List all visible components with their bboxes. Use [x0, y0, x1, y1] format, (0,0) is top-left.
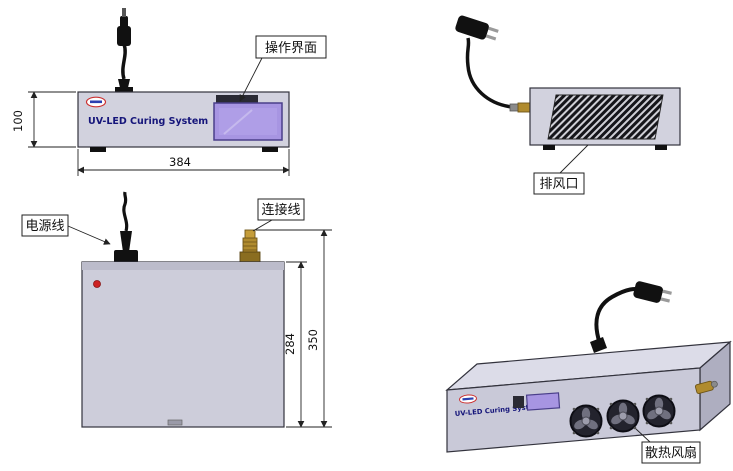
callout-connection-cable: 连接线 [252, 198, 305, 232]
cooling-fan-icon [606, 399, 640, 433]
rear-foot-left [543, 145, 555, 150]
callout-power-cable: 电源线 [21, 214, 111, 245]
indicator-dot [93, 280, 101, 288]
callout-operation-panel: 操作界面 [239, 35, 327, 102]
isometric-view: UV-LED Curing System 散热风扇 [445, 281, 732, 464]
iso-power-cord [594, 281, 672, 345]
top-power-cable [114, 191, 138, 263]
iso-display-strip [513, 396, 524, 408]
top-connection-connector [239, 229, 261, 264]
callout-cooling-fan: 散热风扇 [635, 428, 701, 464]
rear-power-plug-icon [455, 15, 499, 41]
callout-connection-cable-label: 连接线 [261, 202, 300, 218]
dim-front-height-value: 100 [11, 110, 25, 132]
top-body-notch [167, 419, 183, 426]
callout-power-cable-label: 电源线 [25, 219, 64, 234]
iso-screen [525, 392, 561, 411]
dimension-top-total-depth: 350 [256, 229, 332, 428]
front-product-name: UV-LED Curing System [88, 116, 208, 127]
rear-power-cord [455, 15, 533, 113]
front-power-plug-icon [117, 8, 131, 46]
dim-front-width-value: 384 [169, 155, 191, 169]
front-foot-left [90, 147, 106, 152]
iso-brand-logo [459, 394, 477, 404]
rear-foot-right [655, 145, 667, 150]
top-view: 电源线 连接线 284 350 [21, 191, 332, 428]
callout-operation-panel-label: 操作界面 [265, 40, 317, 56]
dim-top-total-depth-value: 350 [306, 329, 320, 351]
top-body [81, 261, 285, 428]
cooling-fan-icon [642, 394, 676, 428]
brand-logo [85, 96, 107, 108]
dimension-front-width: 384 [77, 149, 290, 176]
front-view: UV-LED Curing System 100 384 操作界面 [11, 8, 327, 176]
dim-top-depth-value: 284 [283, 333, 297, 355]
iso-brass-fitting [694, 380, 718, 394]
iso-power-plug-icon [633, 281, 672, 303]
front-power-cord [115, 8, 133, 92]
cooling-fan-icon [569, 404, 603, 438]
vent-grille [547, 94, 664, 140]
top-body-back-strip [82, 262, 284, 270]
iso-cord-strain-relief [590, 337, 607, 353]
callout-exhaust-vent: 排风口 [533, 144, 589, 195]
front-display-strip [216, 95, 258, 104]
front-screen [213, 102, 283, 141]
dimension-top-depth: 284 [283, 261, 332, 428]
callout-exhaust-vent-label: 排风口 [539, 177, 578, 192]
front-foot-right [262, 147, 278, 152]
callout-cooling-fan-label: 散热风扇 [645, 445, 697, 461]
dimension-front-height: 100 [11, 91, 76, 148]
rear-view: 排风口 [455, 15, 681, 195]
